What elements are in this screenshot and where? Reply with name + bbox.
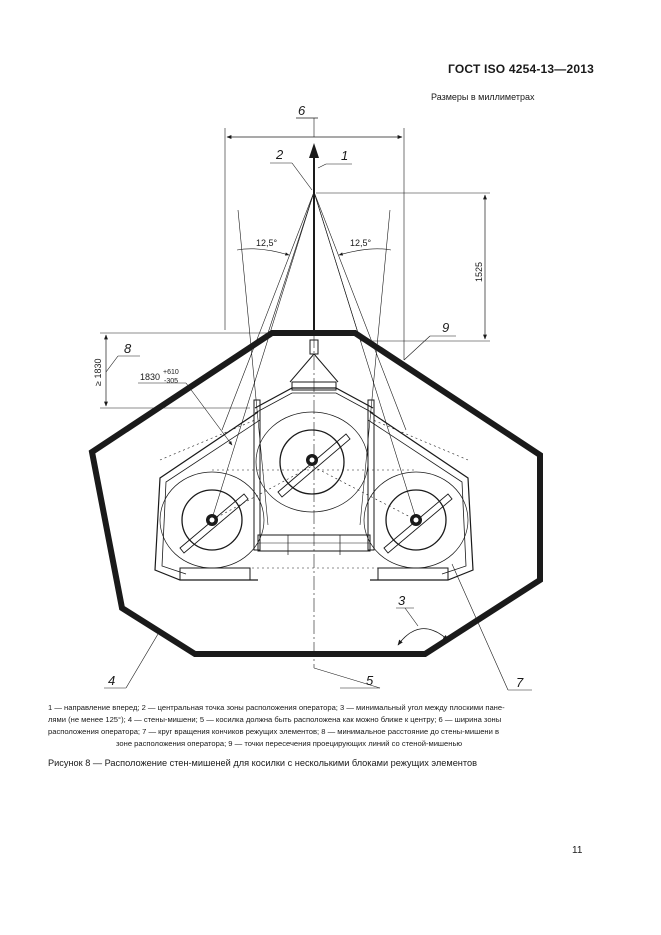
projection-lines [209, 191, 419, 526]
figure-legend: 1 — направление вперед; 2 — центральная … [48, 702, 586, 750]
callout-5: 5 [366, 673, 374, 688]
target-wall [88, 330, 543, 657]
standard-code: ГОСТ ISO 4254-13—2013 [448, 62, 594, 76]
forward-arrowhead [309, 143, 319, 158]
legend-line-2: лями (не менее 125°); 4 — стены-мишени; … [48, 715, 502, 724]
callout-6: 6 [298, 103, 306, 118]
cutter-disc-left [181, 489, 243, 551]
cutter-disc-right [385, 489, 447, 551]
tolerance-base-label: 1830 [140, 372, 160, 382]
callout-4: 4 [108, 673, 115, 688]
callout-8: 8 [124, 341, 132, 356]
cutter-disc-centre [279, 429, 345, 495]
technical-drawing: 1 2 3 4 5 6 7 8 9 12,5° 12,5° 1525 ≥ 183… [0, 95, 661, 695]
tolerance-upper-label: +610 [163, 369, 179, 376]
legend-line-4: зоне расположения оператора; 9 — точки п… [116, 739, 463, 748]
mower [154, 339, 474, 581]
dimensions-note: Размеры в миллиметрах [431, 92, 535, 102]
figure-caption: Рисунок 8 — Расположение стен-мишеней дл… [48, 758, 477, 768]
height-1525-label: 1525 [474, 262, 484, 282]
angle-right-label: 12,5° [350, 238, 372, 248]
legend-line-3: расположения оператора; 7 — круг вращени… [48, 727, 499, 736]
callout-3: 3 [398, 593, 406, 608]
min-angle-arc [397, 628, 449, 646]
callout-2: 2 [275, 147, 284, 162]
tolerance-lower-label: -305 [164, 378, 178, 385]
legend-line-1: 1 — направление вперед; 2 — центральная … [48, 703, 505, 712]
min-1830-label: ≥ 1830 [93, 359, 103, 386]
callout-1: 1 [341, 148, 348, 163]
callout-7: 7 [516, 675, 524, 690]
angle-left-label: 12,5° [256, 238, 278, 248]
callout-9: 9 [442, 320, 449, 335]
page-number: 11 [572, 845, 583, 856]
